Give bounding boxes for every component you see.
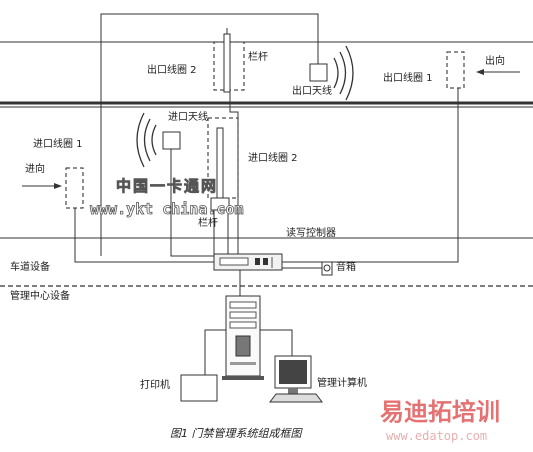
exit-antenna-waves — [333, 45, 354, 101]
speaker-unit — [321, 261, 333, 276]
exit-antenna-box — [309, 63, 328, 82]
label-entry-direction: 进向 — [25, 162, 45, 175]
watermark-site-url: www.ykt china.com — [90, 200, 244, 218]
label-management-center: 管理中心设备 — [10, 289, 70, 302]
reader-controller-unit — [213, 253, 283, 271]
label-exit-loop-1: 出口线圈 1 — [383, 71, 433, 84]
wire-exit-antenna — [100, 13, 319, 256]
label-reader-controller: 读写控制器 — [286, 226, 336, 239]
label-entry-antenna: 进口天线 — [168, 110, 208, 123]
barrier-bottom — [207, 117, 239, 211]
watermark-site-cn: 中国一卡通网 — [116, 177, 218, 195]
label-exit-direction: 出向 — [485, 54, 505, 67]
wire-entry-loop-1 — [74, 208, 214, 263]
entry-loop-1-box — [65, 167, 84, 209]
exit-antenna-unit — [309, 45, 354, 101]
watermark-brand-cn: 易迪拓培训 — [380, 398, 500, 426]
exit-direction-arrow — [476, 69, 520, 75]
wiring — [74, 13, 459, 375]
label-barrier-bottom: 栏杆 — [198, 216, 218, 229]
entry-antenna-box — [162, 131, 181, 150]
label-lane-equipment: 车道设备 — [10, 260, 50, 273]
wire-exit-loop-2 — [229, 90, 239, 256]
entry-antenna-waves — [136, 112, 157, 168]
management-computer-unit — [269, 355, 323, 403]
label-barrier-top: 栏杆 — [248, 50, 268, 63]
wire-computer — [260, 329, 293, 356]
label-entry-loop-1: 进口线圈 1 — [33, 137, 83, 150]
label-speaker: 音箱 — [336, 260, 356, 273]
exit-loop-1-box — [446, 51, 465, 89]
label-exit-loop-2: 出口线圈 2 — [147, 63, 197, 76]
wire-exit-loop-1 — [282, 88, 459, 263]
wire-printer — [204, 329, 228, 375]
server-tower — [222, 295, 264, 380]
watermark-brand-url: www.edatop.com — [386, 429, 487, 443]
barrier-top — [213, 28, 245, 93]
printer-box — [180, 374, 218, 402]
label-printer: 打印机 — [140, 378, 170, 391]
entry-direction-arrow — [22, 183, 62, 189]
label-entry-loop-2: 进口线圈 2 — [248, 151, 298, 164]
label-management-computer: 管理计算机 — [317, 376, 367, 389]
road-lines — [0, 41, 533, 239]
figure-caption: 图1 门禁管理系统组成框图 — [170, 427, 303, 440]
entry-antenna-unit — [136, 112, 181, 168]
wire-entry-antenna — [170, 148, 214, 257]
label-exit-antenna: 出口天线 — [292, 84, 332, 97]
